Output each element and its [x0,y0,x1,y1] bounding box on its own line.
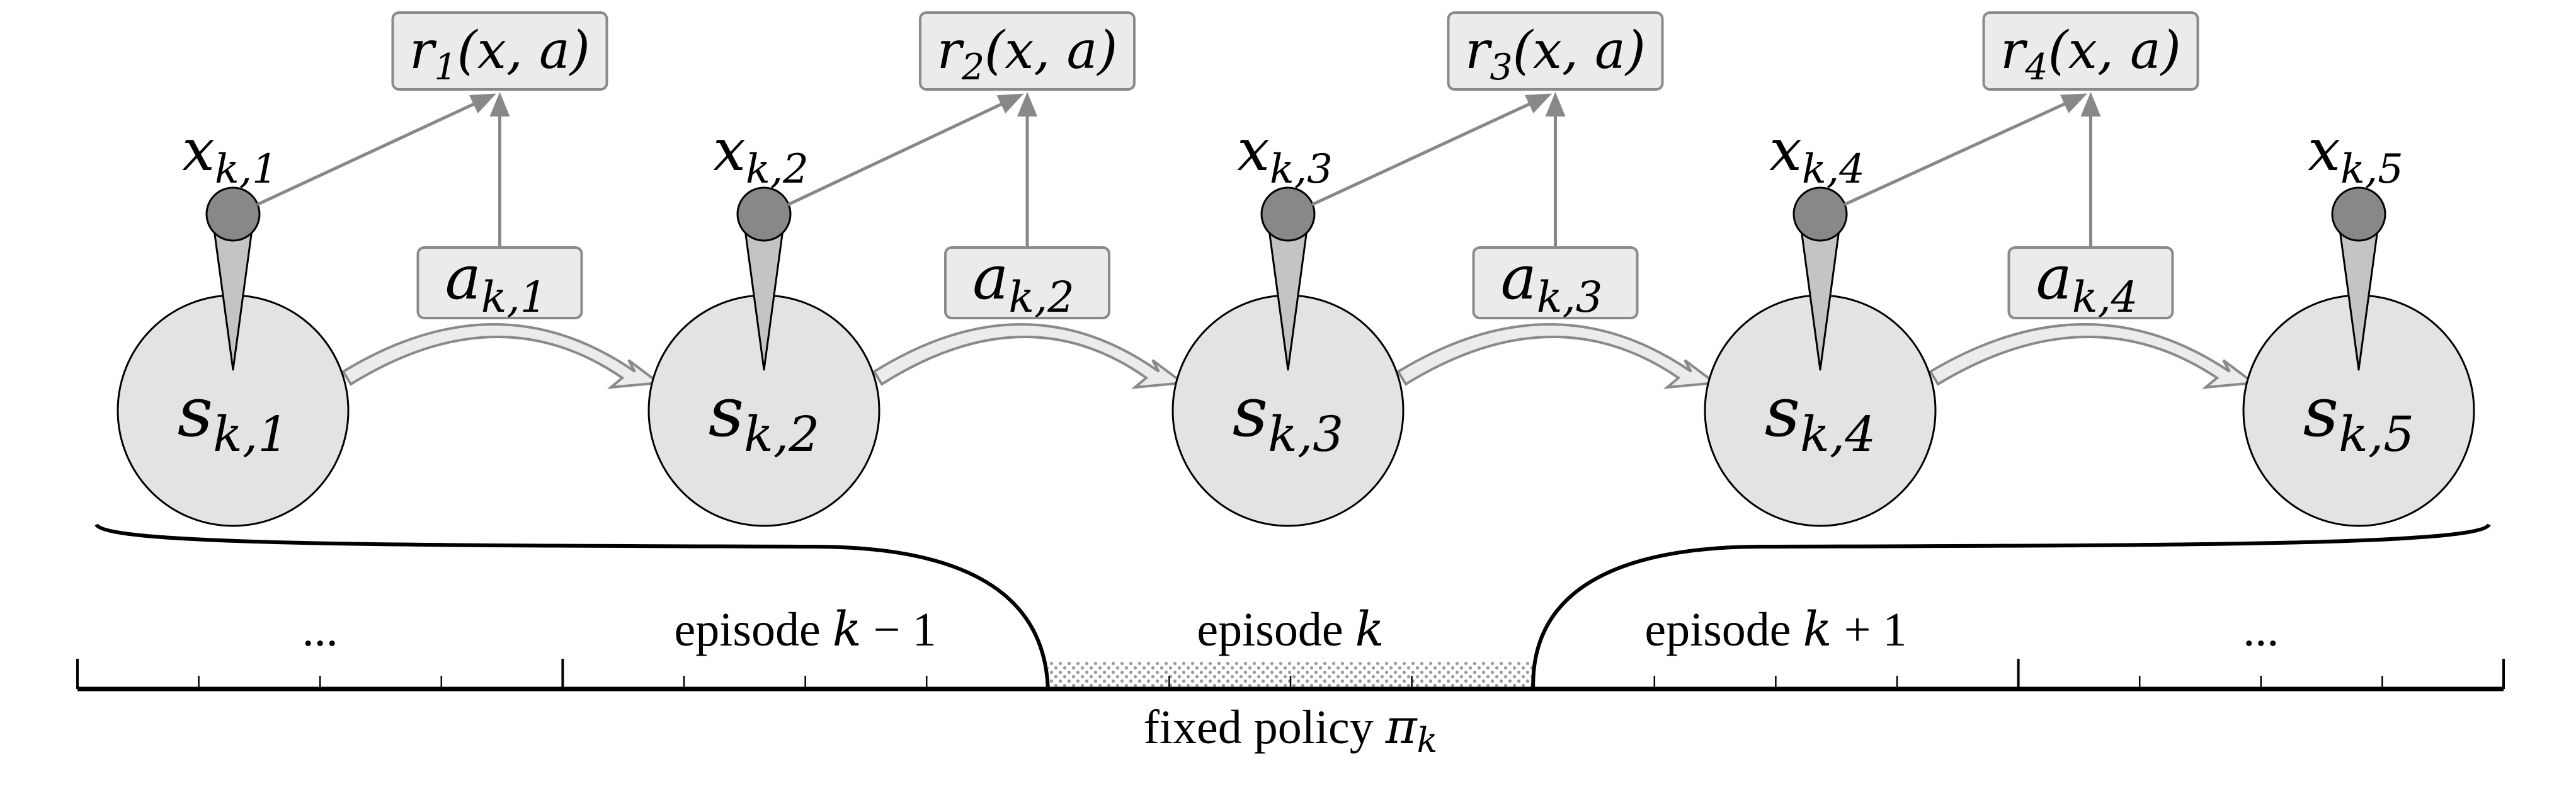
arrowhead-icon [489,92,510,117]
segment-labels: ... episode k − 1 episode k episode k + 1..… [302,601,2279,657]
ellipsis-label: ... [302,603,338,656]
step-4: sk,4 xk,4 r4(x, a) ak,4 [1704,11,2257,527]
reward-box [1447,11,1664,91]
reward-label: r3(x, a) [1465,21,1646,88]
context-label: xk,4 [1769,117,1865,193]
state-label: sk,4 [1765,372,1876,463]
state-label: sk,5 [2303,372,2415,463]
context-label: xk,2 [713,117,809,193]
reward-label: r1(x, a) [409,21,590,88]
action-box [416,246,583,319]
state-label: sk,3 [1233,372,1344,463]
rollout-steps: sk,1 xk,1 r1(x, a) ak,1 sk,2 xk,2 r2(x, a) ak,2… [117,11,2475,527]
reward-label: r4(x, a) [2000,21,2181,88]
reward-label: r2(x, a) [937,21,1118,88]
segment-label: episode k [1197,601,1384,657]
context-dot [205,186,261,242]
arrowhead-icon [469,93,497,113]
context-to-reward-edge [1311,100,1536,207]
step-2: sk,2 xk,2 r2(x, a) ak,2 [647,11,1187,527]
transition-arrow [1929,323,2257,389]
reward-box [391,11,608,91]
segment-label: episode k + 1 [1644,601,1906,657]
action-box [944,246,1110,319]
transition-arrow [1396,323,1719,389]
context-to-reward-edge [1843,100,2071,207]
step-1: sk,1 xk,1 r1(x, a) ak,1 [117,11,663,527]
arrowhead-icon [1525,93,1553,113]
episode-brace [94,523,2491,688]
segment-label: episode k − 1 [675,601,937,657]
action-label: ak,2 [972,242,1074,322]
context-label: xk,3 [1237,117,1333,193]
ellipsis-label: ... [2243,603,2279,656]
transition-arrow [341,323,663,389]
context-dot [1260,186,1316,242]
arrowhead-icon [2060,93,2088,113]
arrowhead-icon [1545,92,1566,117]
step-5: sk,5 xk,5 [2242,117,2475,527]
reward-box [919,11,1136,91]
state-label: sk,1 [178,372,289,463]
arrowhead-icon [2080,92,2101,117]
action-label: ak,4 [2036,242,2138,322]
action-box [2007,246,2174,319]
action-box [1472,246,1639,319]
context-to-reward-edge [787,100,1008,207]
context-label: xk,1 [182,117,278,193]
action-label: ak,3 [1501,242,1603,322]
fixed-policy-caption: fixed policy πk [1144,698,1438,760]
context-dot [1792,186,1848,242]
arrowhead-icon [1017,92,1037,117]
state-label: sk,2 [709,372,820,463]
reward-box [1982,11,2199,91]
context-label: xk,5 [2308,117,2403,193]
transition-arrow [872,323,1187,389]
context-to-reward-edge [256,100,480,207]
context-dot [736,186,792,242]
timeline: ... episode k − 1 episode k episode k + 1..… [76,523,2505,760]
action-label: ak,1 [445,242,547,322]
step-3: sk,3 xk,3 r3(x, a) ak,3 [1171,11,1719,527]
arrowhead-icon [996,93,1024,114]
context-dot [2331,186,2386,242]
